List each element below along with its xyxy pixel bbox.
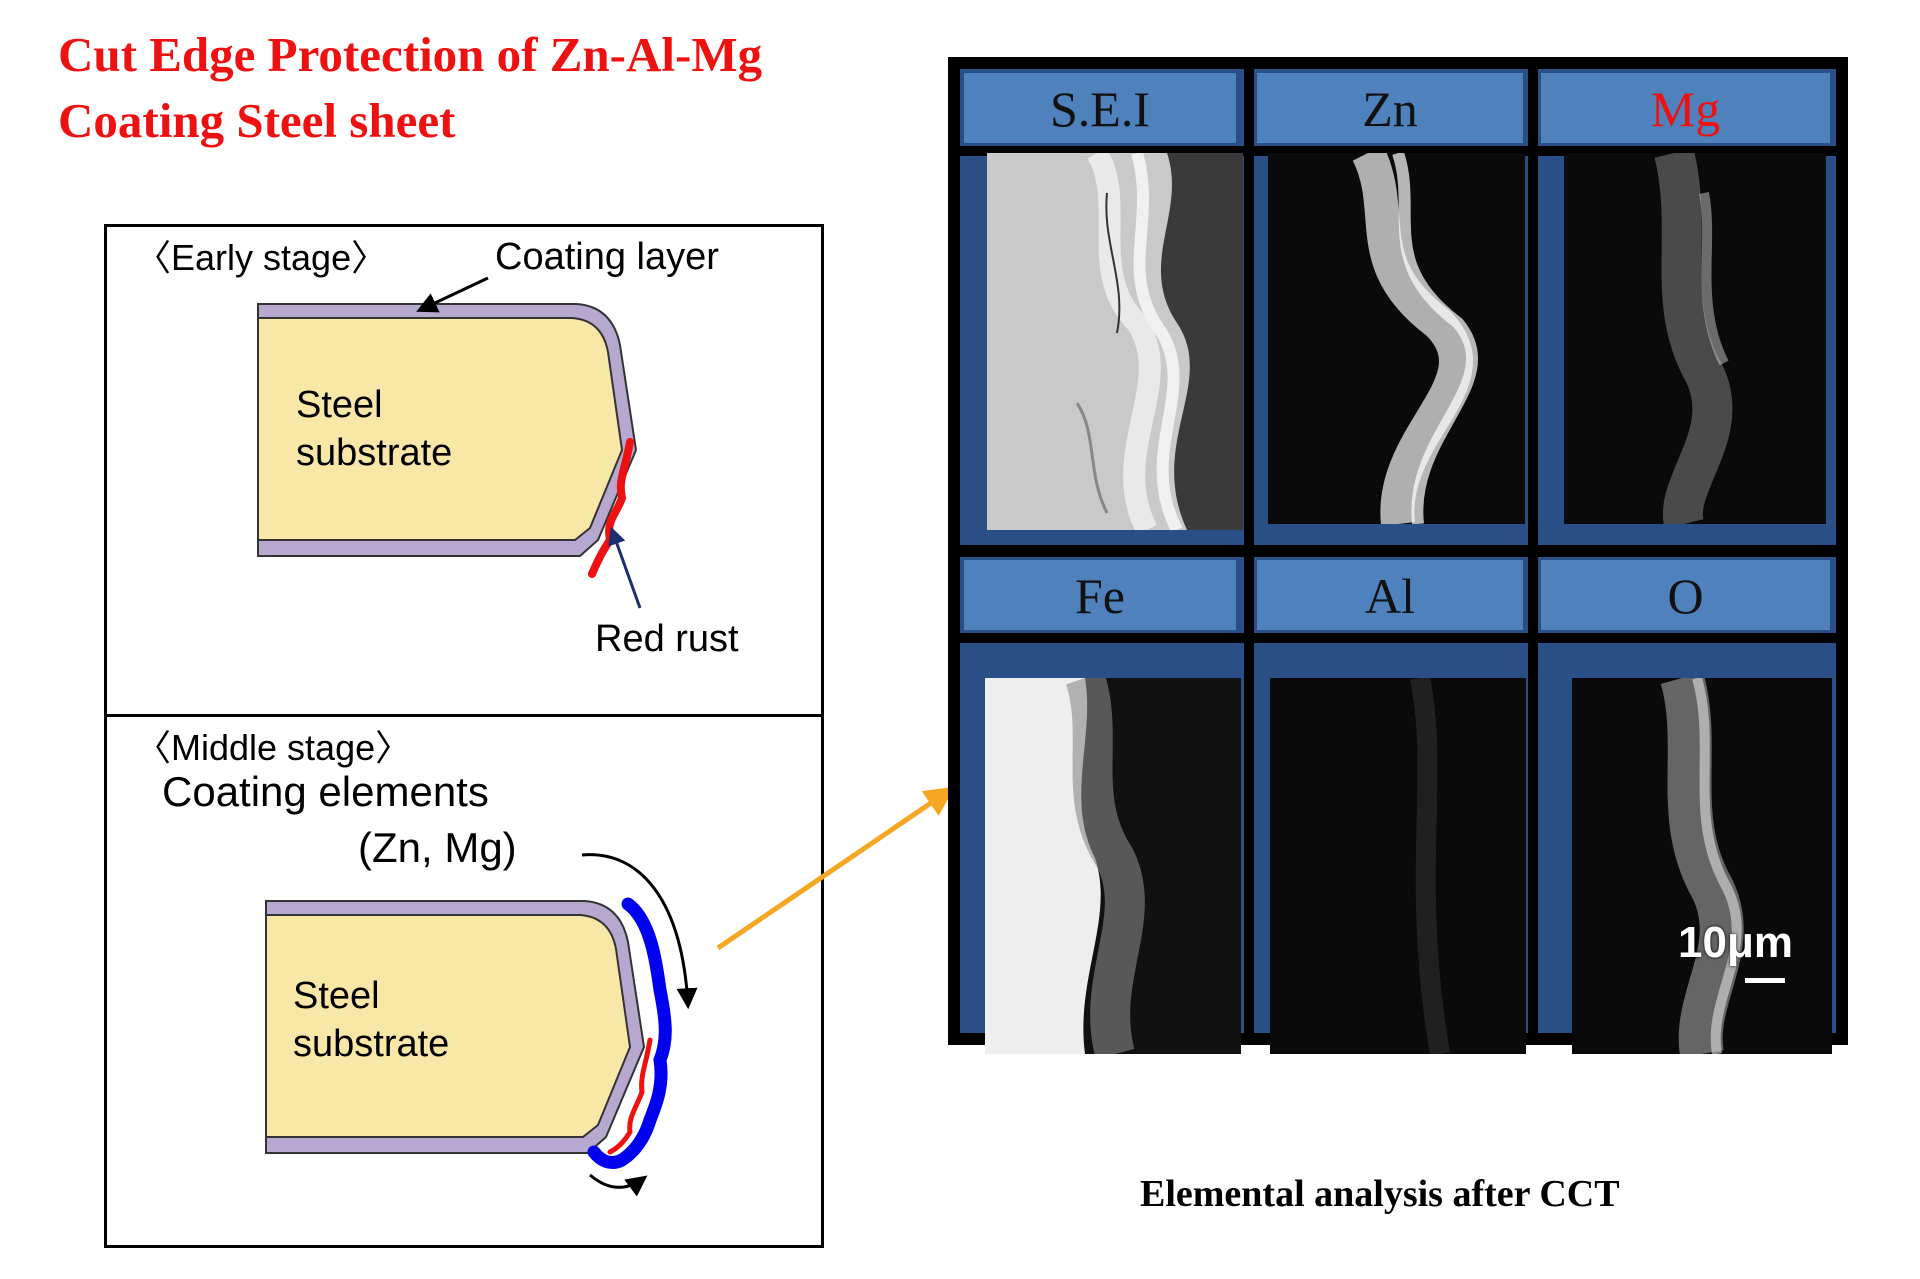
early-steel-label-1: Steel — [296, 384, 383, 426]
grid-divider — [960, 633, 1836, 643]
early-steel-substrate — [257, 317, 624, 541]
zn-mg-label: (Zn, Mg) — [358, 824, 517, 871]
header-mg: Mg — [1541, 73, 1830, 143]
header-al: Al — [1257, 560, 1523, 630]
map-o — [1572, 678, 1832, 1054]
map-zn — [1268, 153, 1525, 524]
header-fe: Fe — [964, 560, 1236, 630]
map-mg — [1564, 153, 1826, 524]
scale-bar — [1745, 978, 1785, 983]
zn-mg-flow-arrow — [581, 853, 698, 1010]
red-rust-arrow — [608, 526, 642, 609]
page-title: Cut Edge Protection of Zn-Al-Mg Coating … — [58, 22, 762, 154]
middle-steel-section — [265, 853, 698, 1197]
map-al — [1270, 678, 1526, 1054]
grid-divider — [960, 146, 1836, 156]
coating-elements-label: Coating elements — [162, 768, 489, 815]
early-stage-label: 〈Early stage〉 — [135, 237, 388, 278]
scale-label: 10μm — [1678, 918, 1793, 967]
title-line-1: Cut Edge Protection of Zn-Al-Mg — [58, 27, 763, 82]
middle-steel-substrate — [265, 914, 632, 1138]
title-line-2: Coating Steel sheet — [58, 93, 456, 148]
middle-stage-label: 〈Middle stage〉 — [135, 727, 412, 768]
header-o: O — [1541, 560, 1830, 630]
coating-layer-label: Coating layer — [495, 236, 719, 278]
coating-layer-arrow — [416, 276, 489, 313]
middle-coating-elements — [587, 897, 672, 1169]
header-sei: S.E.I — [964, 73, 1236, 143]
map-sei — [987, 153, 1243, 530]
early-stage-panel: 〈Early stage〉 — [104, 224, 824, 717]
red-rust-label: Red rust — [595, 618, 739, 660]
early-steel-section — [257, 276, 642, 609]
grid-divider — [960, 545, 1836, 557]
early-steel-label-2: substrate — [296, 432, 453, 474]
map-fe — [985, 678, 1241, 1054]
bottom-flow-arrow — [589, 1173, 648, 1197]
middle-red-rust — [607, 1037, 653, 1155]
header-zn: Zn — [1257, 73, 1523, 143]
middle-steel-label-2: substrate — [293, 1023, 450, 1065]
eds-caption: Elemental analysis after CCT — [1140, 1173, 1620, 1215]
early-red-rust — [588, 438, 634, 578]
orange-pointer-arrow — [716, 786, 955, 951]
middle-steel-label-1: Steel — [293, 975, 380, 1017]
